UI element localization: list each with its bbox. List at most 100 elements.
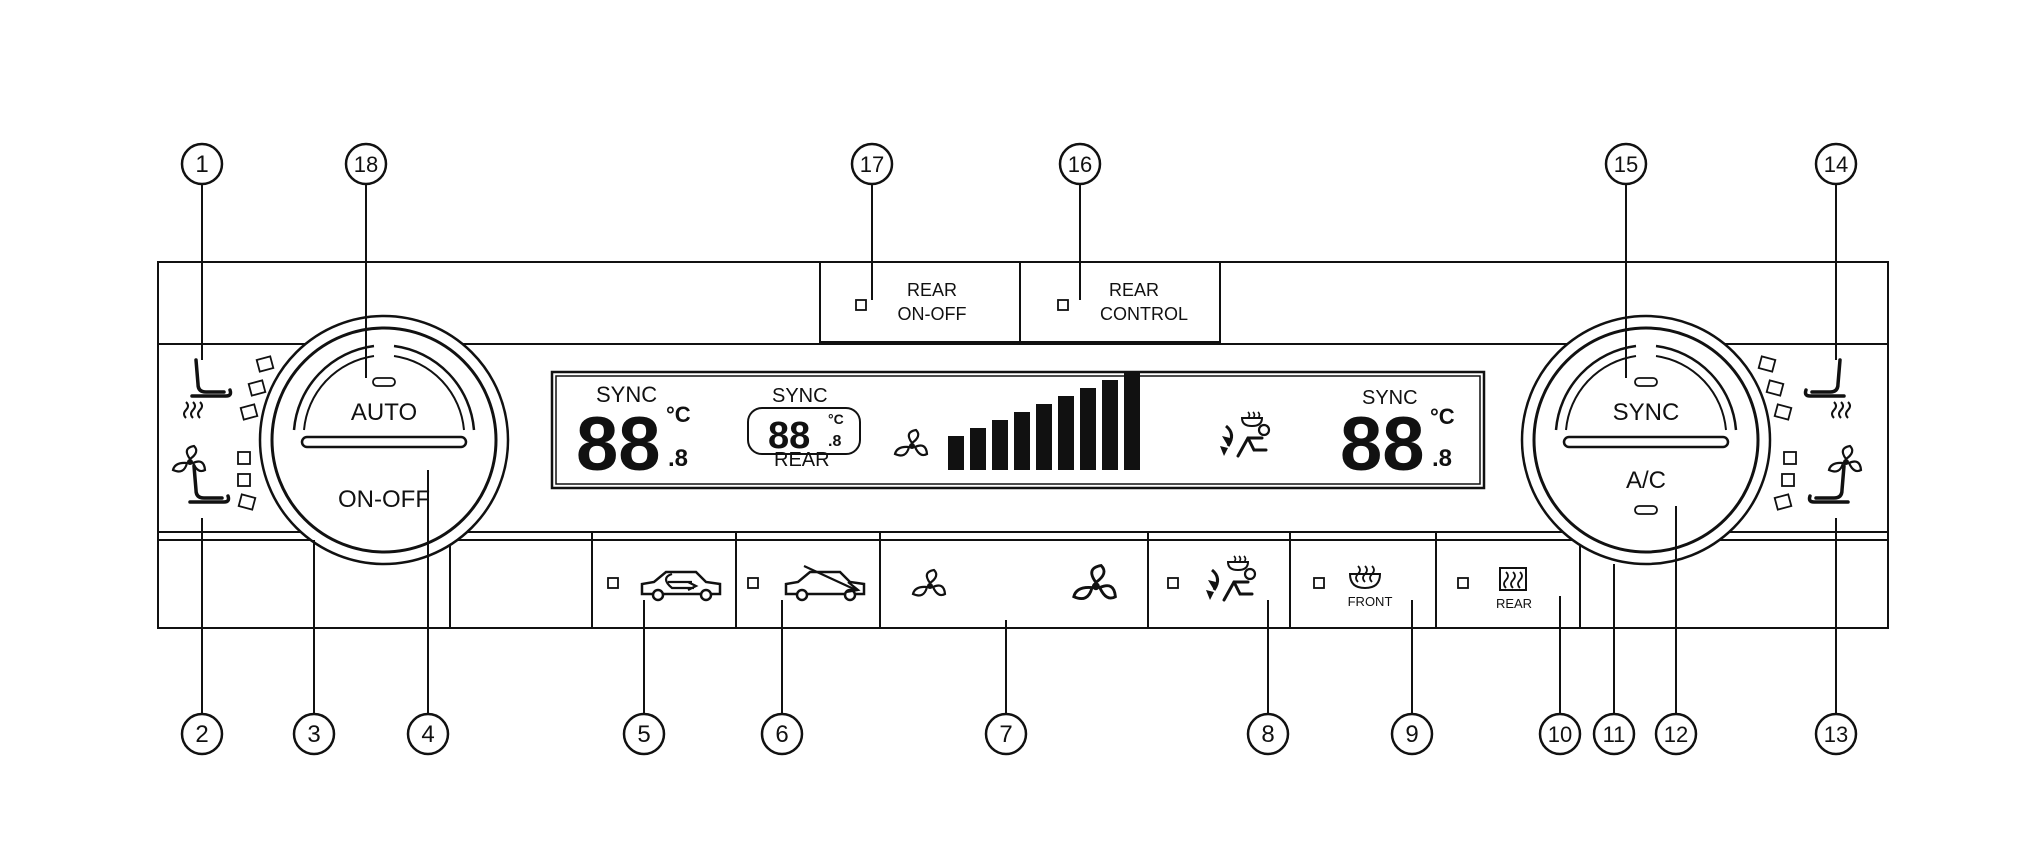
rear-defrost-button[interactable]: REAR <box>1457 567 1532 611</box>
fresh-air-button[interactable] <box>747 565 866 602</box>
fan-speed-bars <box>948 372 1140 470</box>
rear-sync-label: SYNC <box>772 385 828 407</box>
callout-number: 2 <box>195 721 208 748</box>
recirculation-button[interactable] <box>607 570 722 602</box>
callout-number: 7 <box>999 721 1012 748</box>
defrost-mode-icon <box>1204 554 1257 602</box>
rear-control-label-line1: REAR <box>1109 280 1159 300</box>
defrost-mode-button[interactable] <box>1167 554 1257 602</box>
rear-defrost-icon <box>1499 567 1527 591</box>
rear-on-off-label-line1: REAR <box>907 280 957 300</box>
driver-temp-value: 88 <box>576 402 661 487</box>
driver-seat-heater-button[interactable] <box>183 355 275 421</box>
callout-number: 16 <box>1068 152 1092 177</box>
callout-5: 5 <box>622 712 666 756</box>
callout-16: 16 <box>1058 142 1102 186</box>
fan-large-icon <box>1072 564 1117 601</box>
auto-indicator <box>372 377 396 387</box>
callout-2: 2 <box>180 712 224 756</box>
seat-fan-level-indicator <box>237 451 257 511</box>
defrost-mode-indicator <box>1167 577 1179 589</box>
callout-number: 18 <box>354 152 378 177</box>
ac-indicator <box>1634 505 1658 515</box>
callout-17: 17 <box>850 142 894 186</box>
callout-18: 18 <box>344 142 388 186</box>
driver-temp-unit: °C <box>666 402 691 427</box>
callout-10: 10 <box>1538 712 1582 756</box>
callout-number: 3 <box>307 721 320 748</box>
recirculation-indicator <box>607 577 619 589</box>
callout-6: 6 <box>760 712 804 756</box>
callout-number: 14 <box>1824 152 1848 177</box>
front-defrost-indicator <box>1313 577 1325 589</box>
callout-8: 8 <box>1246 712 1290 756</box>
rear-temp-unit: °C <box>828 411 844 427</box>
right-dial: SYNC A/C <box>1520 314 1772 566</box>
passenger-sync-label: SYNC <box>1362 387 1418 409</box>
passenger-seat-heater-level-indicator <box>1757 355 1793 421</box>
callout-number: 9 <box>1405 721 1418 748</box>
rear-control-button[interactable]: REAR CONTROL <box>1019 261 1221 343</box>
fan-speed-bar <box>1014 412 1030 470</box>
callout-number: 6 <box>775 721 788 748</box>
rear-on-off-button[interactable]: REAR ON-OFF <box>819 261 1021 343</box>
callout-number: 11 <box>1603 722 1626 747</box>
seat-fan-icon <box>171 444 207 473</box>
rear-control-label-line2: CONTROL <box>1100 304 1188 324</box>
driver-seat-fan-button[interactable] <box>171 444 257 511</box>
sync-label: SYNC <box>1613 399 1680 426</box>
callout-7: 7 <box>984 712 1028 756</box>
fresh-air-indicator <box>747 577 759 589</box>
fan-speed-control[interactable] <box>911 564 1117 601</box>
rear-temp-label: REAR <box>774 449 830 471</box>
rear-defrost-indicator <box>1457 577 1469 589</box>
callout-13: 13 <box>1814 712 1858 756</box>
callout-number: 8 <box>1261 721 1274 748</box>
callout-11: 11 <box>1592 712 1636 756</box>
front-defrost-icon <box>1348 565 1382 590</box>
callout-number: 5 <box>637 721 650 748</box>
rear-on-off-indicator <box>855 299 867 311</box>
callout-number: 15 <box>1614 152 1638 177</box>
ac-button[interactable]: A/C <box>1626 467 1666 515</box>
callout-number: 17 <box>860 152 884 177</box>
fan-speed-bar <box>1124 372 1140 470</box>
ac-label: A/C <box>1626 467 1666 494</box>
auto-button[interactable]: AUTO <box>351 377 417 426</box>
callout-1: 1 <box>180 142 224 186</box>
sync-indicator <box>1634 377 1658 387</box>
left-dial: AUTO ON-OFF <box>258 314 510 566</box>
callout-15: 15 <box>1604 142 1648 186</box>
sync-button[interactable]: SYNC <box>1613 377 1680 426</box>
auto-label: AUTO <box>351 399 417 426</box>
seat-heater-level-indicator <box>239 355 275 421</box>
fan-speed-bar <box>1102 380 1118 470</box>
callout-9: 9 <box>1390 712 1434 756</box>
rear-control-indicator <box>1057 299 1069 311</box>
rear-defrost-label: REAR <box>1496 596 1532 611</box>
fan-speed-bar <box>1036 404 1052 470</box>
fan-speed-bar <box>1058 396 1074 470</box>
seat-heater-icon <box>190 358 233 398</box>
on-off-button[interactable]: ON-OFF <box>338 486 430 513</box>
fan-speed-bar <box>992 420 1008 470</box>
front-defrost-button[interactable]: FRONT <box>1313 565 1392 609</box>
passenger-temp-unit: °C <box>1430 404 1455 429</box>
callout-4: 4 <box>406 712 450 756</box>
fan-speed-bar <box>970 428 986 470</box>
fan-speed-bar <box>948 436 964 470</box>
driver-sync-label: SYNC <box>596 382 657 407</box>
temperature-knob-slot <box>300 435 468 449</box>
callout-14: 14 <box>1814 142 1858 186</box>
fan-speed-bar <box>1080 388 1096 470</box>
passenger-temp-decimal: .8 <box>1432 445 1452 472</box>
passenger-seat-fan-button[interactable] <box>1773 444 1863 511</box>
rear-on-off-label-line2: ON-OFF <box>898 304 967 324</box>
rear-temp-value: 88 <box>768 415 810 457</box>
lcd-display: SYNC 88 °C .8 SYNC 88 °C .8 REAR SYNC 88… <box>550 370 1486 490</box>
callout-number: 1 <box>195 151 208 178</box>
passenger-seat-heater-button[interactable] <box>1757 355 1851 421</box>
callout-number: 10 <box>1548 722 1572 747</box>
rear-temp-decimal: .8 <box>828 433 841 450</box>
